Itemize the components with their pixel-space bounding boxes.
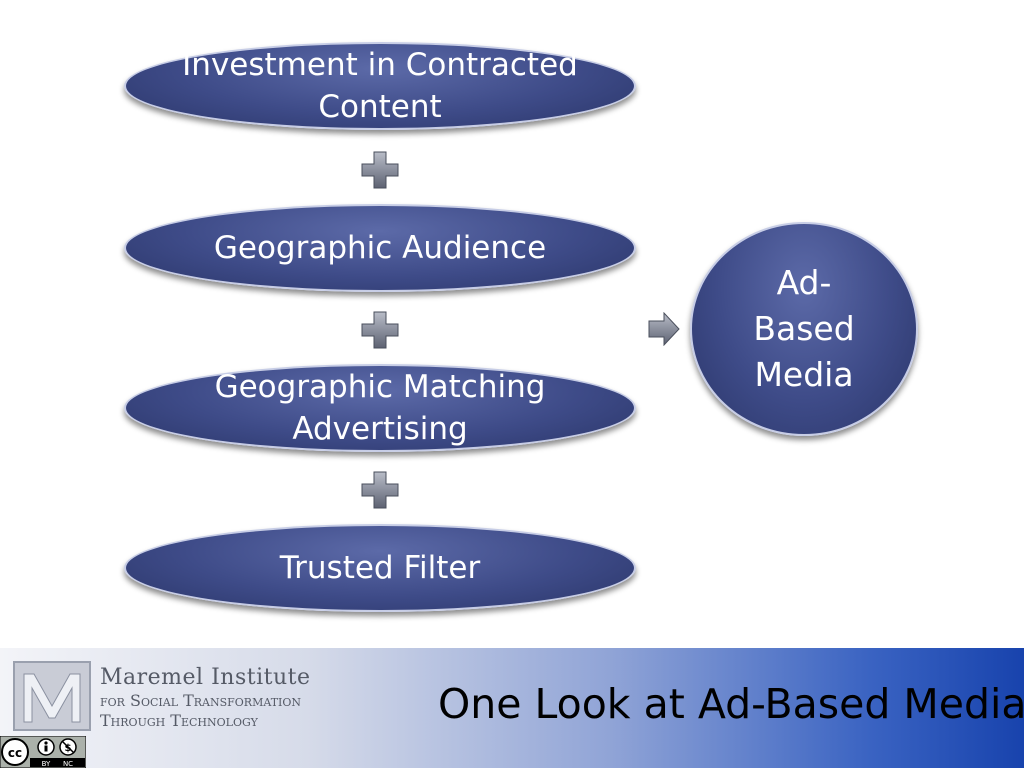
svg-text:cc: cc	[8, 746, 22, 760]
step-geographic-audience: Geographic Audience	[124, 204, 636, 292]
cc-icon	[1, 738, 29, 766]
svg-text:$: $	[65, 743, 72, 754]
arrow-right-icon	[648, 312, 680, 346]
institute-line2: for Social Transformation	[100, 691, 302, 710]
step-investment: Investment in Contracted Content	[124, 42, 636, 130]
institute-name: Maremel Institute for Social Transformat…	[100, 665, 311, 731]
creative-commons-badge: cc $ BY NC	[0, 736, 86, 768]
step-geographic-matching-advertising: Geographic Matching Advertising	[124, 364, 636, 452]
cc-nc-text: NC	[63, 760, 73, 768]
plus-icon	[361, 151, 399, 189]
step-label: Geographic Audience	[213, 230, 547, 266]
slide-title: One Look at Ad-Based Media	[438, 680, 1024, 728]
cc-by-text: BY	[42, 760, 51, 768]
step-trusted-filter: Trusted Filter	[124, 524, 636, 612]
step-label: Trusted Filter	[279, 550, 481, 586]
footer-bar	[0, 648, 1024, 768]
maremel-logo	[13, 661, 91, 731]
step-label: Investment in Contracted Content	[182, 47, 578, 125]
plus-icon	[361, 471, 399, 509]
result-label: Ad-Based Media	[753, 263, 855, 394]
institute-line3: Through Technology	[100, 711, 258, 730]
result-ad-based-media: Ad-Based Media	[690, 222, 918, 436]
step-label: Geographic Matching Advertising	[214, 369, 546, 447]
institute-line1: Maremel Institute	[100, 665, 311, 690]
plus-icon	[361, 311, 399, 349]
